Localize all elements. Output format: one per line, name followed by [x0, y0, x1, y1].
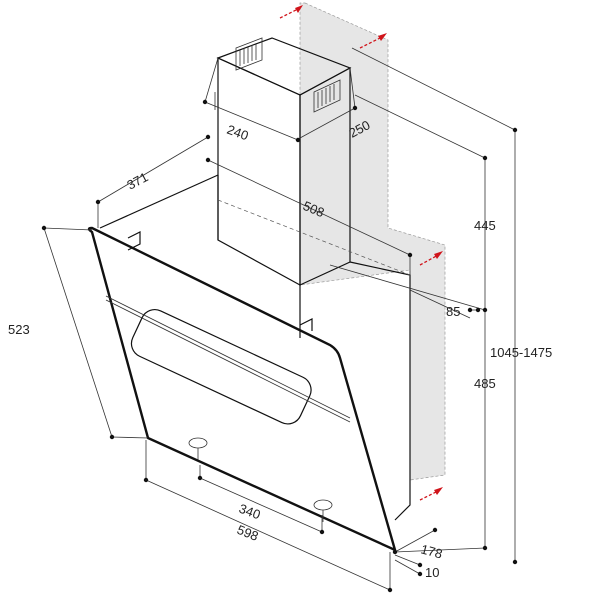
lamp-right [313, 499, 333, 522]
lamp-left [188, 437, 208, 460]
arrow-mid-right [419, 253, 441, 266]
duct-vent-right [313, 79, 341, 113]
dim-598: 598 [235, 522, 261, 544]
dim-371: 371 [124, 169, 150, 192]
dimension-dots [41, 99, 518, 593]
wall-shape [299, 2, 446, 481]
wall-arrows [279, 5, 443, 501]
arrow-head [434, 487, 443, 495]
arrow-head [378, 33, 387, 41]
arrow-bottom-right [419, 489, 441, 501]
arrow-top-left [279, 7, 301, 19]
hidden-edge [217, 199, 411, 276]
arrow-head [434, 251, 443, 259]
dim-340: 340 [237, 501, 263, 523]
dimension-labels: 240 250 371 508 523 445 85 485 1045-1475… [8, 117, 552, 580]
dim-1045-1475: 1045-1475 [490, 345, 552, 360]
arrow-head [295, 5, 303, 13]
dim-445: 445 [474, 218, 496, 233]
dim-10: 10 [425, 565, 439, 580]
dim-85: 85 [446, 304, 460, 319]
dim-523: 523 [8, 322, 30, 337]
dim-485: 485 [474, 376, 496, 391]
dimension-lines [43, 47, 516, 591]
dim-178: 178 [419, 541, 444, 561]
control-strip [130, 309, 312, 425]
dim-240: 240 [225, 122, 251, 144]
duct-vent-left [235, 37, 263, 71]
